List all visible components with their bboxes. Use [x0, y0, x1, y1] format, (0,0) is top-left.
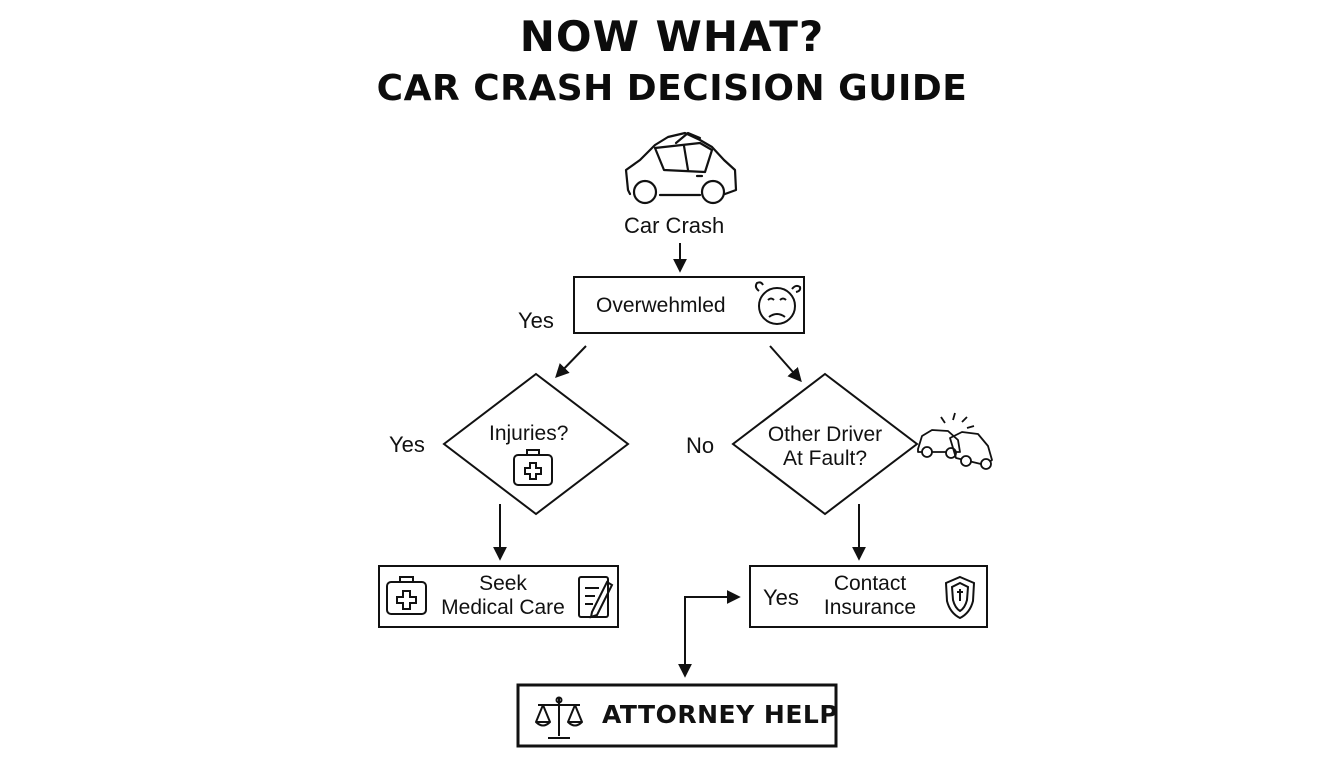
- overwhelmed-box: [573, 276, 805, 334]
- start-node-label: Car Crash: [624, 213, 725, 238]
- insurance-label-line1: Contact: [833, 572, 907, 595]
- injuries-diamond: [442, 372, 630, 516]
- wrecked-car-icon: [624, 131, 738, 205]
- medical-label-line2: Medical Care: [441, 596, 565, 619]
- edge-label-yes-top: Yes: [518, 308, 554, 333]
- insurance-label: Contact Insurance: [810, 572, 930, 620]
- page-title: NOW WHAT?: [519, 12, 825, 61]
- shield-cross-icon: [944, 575, 976, 620]
- scales-of-justice-icon: [535, 696, 583, 739]
- stressed-face-icon: [754, 281, 802, 325]
- edge-label-no-right: No: [686, 433, 715, 458]
- car-collision-icon: [917, 412, 993, 470]
- clipboard-form-icon: [578, 576, 614, 619]
- fault-diamond: [731, 372, 919, 516]
- overwhelmed-label: Overwehmled: [596, 294, 726, 317]
- first-aid-kit-icon: [386, 576, 427, 615]
- edge-label-yes-left: Yes: [389, 432, 425, 457]
- arrow-to-injuries: [555, 345, 587, 379]
- fault-label: Other Driver At Fault?: [748, 423, 902, 471]
- first-aid-kit-icon: [513, 449, 553, 486]
- fault-label-line1: Other Driver: [767, 423, 883, 446]
- arrow-to-fault: [769, 345, 802, 383]
- page-subtitle: CAR CRASH DECISION GUIDE: [376, 68, 968, 109]
- attorney-label: ATTORNEY HELP: [602, 700, 839, 729]
- fault-label-line2: At Fault?: [782, 447, 868, 470]
- medical-label-line1: Seek: [479, 572, 527, 595]
- insurance-yes-label: Yes: [763, 585, 799, 610]
- connector-attorney-insurance: [678, 590, 741, 678]
- medical-label: Seek Medical Care: [432, 572, 574, 620]
- insurance-label-line2: Insurance: [823, 596, 917, 619]
- injuries-label: Injuries?: [489, 422, 569, 445]
